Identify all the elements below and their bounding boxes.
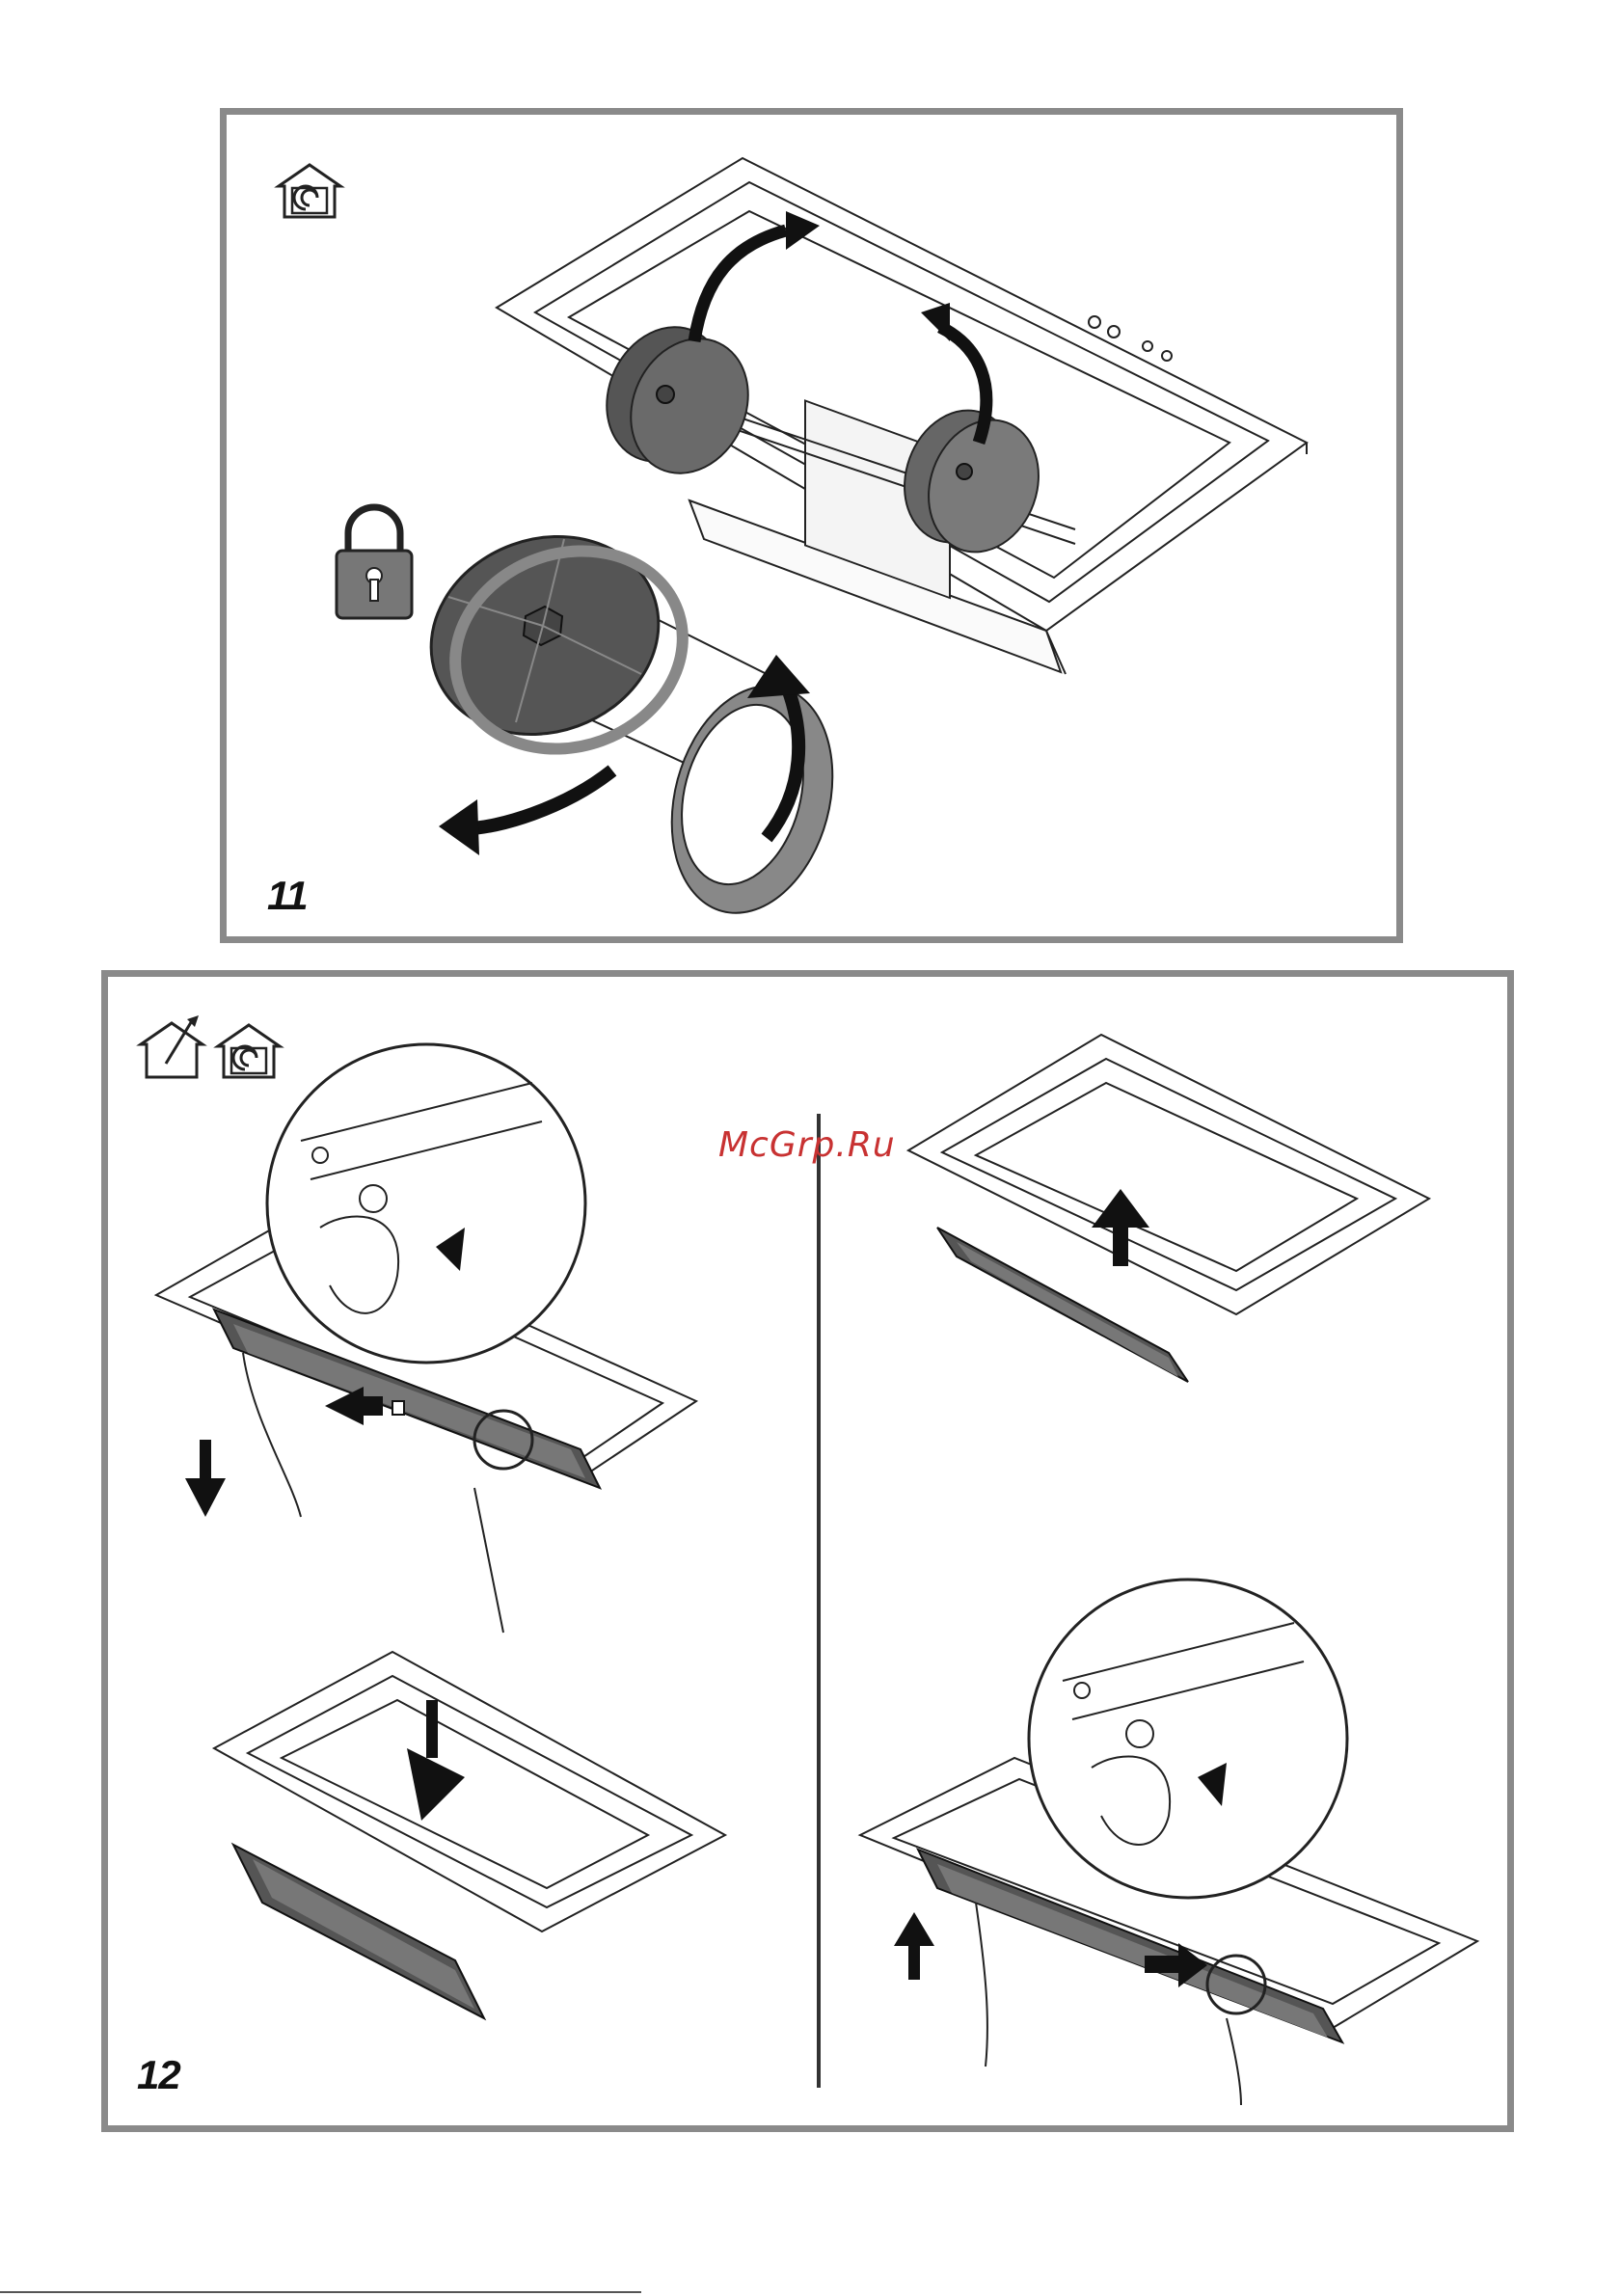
step-number-11: 11 (267, 873, 308, 919)
arrow-up-icon (786, 211, 820, 250)
arrow-up-icon (921, 303, 950, 341)
carbon-filter-left (585, 308, 770, 493)
arrow-left-icon (325, 1387, 364, 1425)
footer-line (0, 2291, 641, 2293)
zoom-detail-circle (267, 1044, 585, 1363)
panel-divider (817, 1114, 821, 2088)
recirculation-mode-icon (275, 161, 344, 221)
hand-right (474, 1488, 503, 1633)
step-number-12: 12 (137, 2052, 180, 2098)
arrow-rotate-icon (439, 799, 479, 855)
grease-panel-raise-step (899, 1035, 1439, 1459)
filter-rotation-detail (419, 520, 959, 925)
figure-11-panel: 11 (220, 108, 1403, 943)
zoom-detail-circle (1029, 1580, 1347, 1898)
hand-left (243, 1353, 301, 1517)
padlock-icon (333, 502, 416, 622)
arrow-up-icon (894, 1912, 934, 1946)
grease-panel-attach-step (860, 1517, 1477, 2115)
arrow-down-icon (185, 1478, 226, 1517)
arrow-down-icon (407, 1748, 465, 1821)
grease-panel-removal-step (156, 1035, 696, 1671)
watermark: McGrp.Ru (718, 1125, 896, 1165)
arrow-up-icon (1092, 1189, 1149, 1228)
grease-panel-lowered-step (166, 1642, 725, 2095)
